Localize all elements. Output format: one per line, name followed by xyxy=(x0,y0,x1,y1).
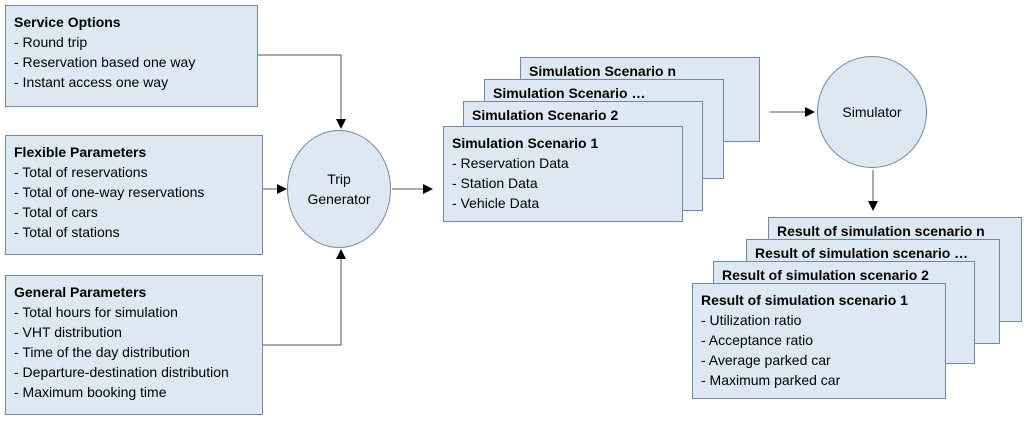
general-parameter-item: - Maximum booking time xyxy=(14,384,167,400)
flexible-parameter-item: - Total of one-way reservations xyxy=(14,184,205,200)
trip-generator-label-line1: Trip xyxy=(327,171,351,187)
general-parameter-item: - Time of the day distribution xyxy=(14,344,190,360)
general-parameters-title: General Parameters xyxy=(14,284,147,300)
trip-generator-node: Trip Generator xyxy=(287,130,391,248)
service-option-item: - Reservation based one way xyxy=(14,54,196,70)
result-1-item: - Acceptance ratio xyxy=(701,332,814,348)
simulator-label: Simulator xyxy=(842,104,902,120)
flexible-parameter-item: - Total of cars xyxy=(14,204,98,220)
scenario-1-card: Simulation Scenario 1 - Reservation Data… xyxy=(443,126,683,222)
general-parameters-box: General Parameters - Total hours for sim… xyxy=(5,275,263,415)
service-option-item: - Round trip xyxy=(14,34,88,50)
trip-generator-label-line2: Generator xyxy=(307,191,371,207)
general-parameter-item: - Total hours for simulation xyxy=(14,304,178,320)
flexible-parameter-item: - Total of stations xyxy=(14,224,120,240)
flexible-parameters-box: Flexible Parameters - Total of reservati… xyxy=(5,135,263,255)
connector-service-to-trip xyxy=(258,54,346,129)
result-1-item: - Maximum parked car xyxy=(701,372,841,388)
service-options-title: Service Options xyxy=(14,14,121,30)
simulator-node: Simulator xyxy=(817,56,927,168)
scenario-n-title: Simulation Scenario n xyxy=(529,63,677,79)
result-1-item: - Average parked car xyxy=(701,352,831,368)
scenario-1-title: Simulation Scenario 1 xyxy=(452,135,599,151)
general-parameter-item: - VHT distribution xyxy=(14,324,122,340)
general-parameter-item: - Departure-destination distribution xyxy=(14,364,229,380)
connector-general-to-trip xyxy=(263,249,346,346)
scenario-1-item: - Reservation Data xyxy=(452,155,569,171)
result-1-card: Result of simulation scenario 1 - Utiliz… xyxy=(692,283,946,399)
scenario-2-title: Simulation Scenario 2 xyxy=(472,107,619,123)
service-option-item: - Instant access one way xyxy=(14,74,169,90)
scenario-1-item: - Vehicle Data xyxy=(452,195,540,211)
scenario-dots-title: Simulation Scenario … xyxy=(493,85,646,101)
scenario-1-item: - Station Data xyxy=(452,175,538,191)
result-dots-title: Result of simulation scenario … xyxy=(755,245,969,261)
flexible-parameter-item: - Total of reservations xyxy=(14,164,148,180)
service-options-box: Service Options - Round trip - Reservati… xyxy=(5,5,258,107)
flexible-parameters-title: Flexible Parameters xyxy=(14,144,147,160)
result-1-title: Result of simulation scenario 1 xyxy=(701,292,908,308)
result-2-title: Result of simulation scenario 2 xyxy=(722,267,929,283)
result-1-item: - Utilization ratio xyxy=(701,312,802,328)
result-n-title: Result of simulation scenario n xyxy=(777,223,985,239)
